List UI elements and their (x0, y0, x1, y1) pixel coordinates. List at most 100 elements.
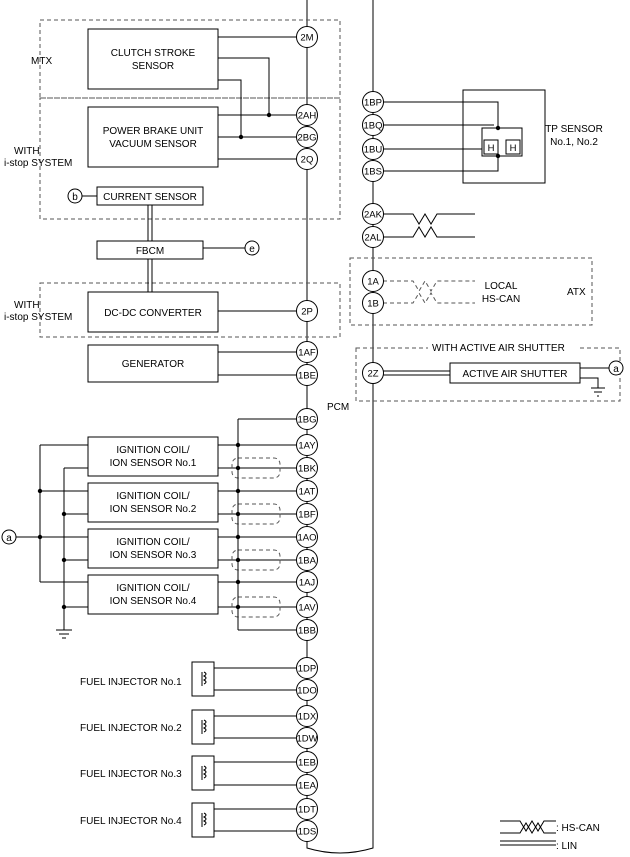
pin-label-1do: 1DO (297, 686, 317, 697)
pin-label-1aj: 1AJ (299, 578, 316, 589)
pin-1bf (296, 503, 318, 525)
pin-label-2z: 2Z (367, 369, 378, 380)
pin-1bk (296, 457, 318, 479)
pin-1aj (296, 571, 318, 593)
pcm-label: PCM (327, 402, 349, 413)
clutch-label-1: CLUTCH STROKE (111, 48, 196, 59)
tp-sensor-label-2: No.1, No.2 (550, 137, 598, 148)
fbcm (96, 240, 204, 260)
pin-2q (296, 148, 318, 170)
pin-label-1be: 1BE (298, 371, 316, 382)
pin-1bg (296, 408, 318, 430)
dc-dc-converter (87, 291, 219, 333)
pin-1be (296, 364, 318, 386)
pin-label-2m: 2M (300, 33, 313, 44)
atx-label: ATX (567, 287, 586, 298)
ignition-coil-1 (87, 436, 219, 477)
pcm-outline (306, 0, 374, 854)
pin-label-1ao: 1AO (297, 533, 316, 544)
pin-label-1ay: 1AY (298, 441, 316, 452)
local-hs-can-label-2: HS-CAN (482, 294, 520, 305)
svg-text:a: a (613, 364, 619, 375)
svg-text:H: H (510, 143, 517, 154)
atx-group (349, 257, 593, 326)
svg-text:IGNITION COIL/: IGNITION COIL/ (116, 537, 190, 548)
svg-text:FUEL INJECTOR No.4: FUEL INJECTOR No.4 (80, 816, 182, 827)
pin-label-1dt: 1DT (298, 805, 316, 816)
pin-2ak (362, 203, 384, 225)
pin-1do (296, 679, 318, 701)
active-air-shutter-label: ACTIVE AIR SHUTTER (462, 369, 567, 380)
pin-label-1bg: 1BG (297, 415, 316, 426)
active-air-label: WITH ACTIVE AIR SHUTTER (432, 343, 565, 354)
pin-1b (362, 292, 384, 314)
active-air-shutter (449, 362, 581, 384)
legend (500, 820, 556, 846)
pin-1a (362, 270, 384, 292)
local-hs-can-label-1: LOCAL (485, 281, 518, 292)
pin-label-1dp: 1DP (298, 664, 316, 675)
pin-label-1av: 1AV (298, 603, 316, 614)
pin-label-1af: 1AF (298, 348, 316, 359)
pin-label-1bu: 1BU (364, 145, 383, 156)
pin-label-1ds: 1DS (298, 827, 316, 838)
pin-2m (296, 26, 318, 48)
current-sensor-label: CURRENT SENSOR (103, 192, 197, 203)
pin-1ao (296, 526, 318, 548)
pin-1bp (362, 91, 384, 113)
pin-label-2ak: 2AK (364, 210, 383, 221)
pin-1ea (296, 774, 318, 796)
brake-label-2: VACUUM SENSOR (109, 139, 197, 150)
istop-label-1a: WITH (14, 146, 40, 157)
connector-a-left (1, 529, 17, 545)
pin-1at (296, 480, 318, 502)
pin-label-2al: 2AL (365, 233, 382, 244)
clutch-label-2: SENSOR (132, 61, 174, 72)
pin-1ay (296, 434, 318, 456)
pin-label-1ea: 1EA (298, 781, 317, 792)
ignition-coil-2 (87, 482, 219, 523)
svg-text:b: b (72, 192, 78, 203)
pin-label-1b: 1B (367, 299, 379, 310)
svg-text:ION SENSOR No.2: ION SENSOR No.2 (110, 504, 197, 515)
svg-text:ION SENSOR No.3: ION SENSOR No.3 (110, 550, 197, 561)
pin-label-1at: 1AT (299, 487, 316, 498)
clutch-stroke-sensor (87, 28, 219, 90)
connector-e (244, 240, 260, 256)
istop-group-2 (39, 282, 341, 338)
pin-label-1a: 1A (367, 277, 379, 288)
fuel-injector-3 (191, 755, 296, 791)
pin-2al (362, 226, 384, 248)
svg-text:ION SENSOR No.4: ION SENSOR No.4 (110, 596, 197, 607)
generator-label: GENERATOR (122, 359, 184, 370)
svg-text:IGNITION COIL/: IGNITION COIL/ (116, 491, 190, 502)
svg-text:FUEL INJECTOR No.2: FUEL INJECTOR No.2 (80, 723, 182, 734)
fuel-injector-4 (191, 802, 296, 838)
pin-label-2p: 2P (301, 307, 313, 318)
legend-lin: : LIN (556, 841, 577, 852)
pin-label-1eb: 1EB (298, 758, 316, 769)
pin-label-1bs: 1BS (364, 167, 382, 178)
tp-sensor-label-1: TP SENSOR (545, 124, 603, 135)
pin-1ba (296, 549, 318, 571)
svg-text:a: a (6, 533, 12, 544)
svg-text:FUEL INJECTOR No.1: FUEL INJECTOR No.1 (80, 677, 182, 688)
pin-2ah (296, 104, 318, 126)
fuel-injector-2 (191, 709, 296, 745)
pin-1dt (296, 798, 318, 820)
pin-label-2bg: 2BG (297, 133, 316, 144)
pin-1bq (362, 114, 384, 136)
pin-2z (362, 362, 384, 384)
pin-1bu (362, 138, 384, 160)
svg-text:FUEL INJECTOR No.3: FUEL INJECTOR No.3 (80, 769, 182, 780)
pin-2bg (296, 126, 318, 148)
pin-label-1bp: 1BP (364, 98, 382, 109)
pin-1dw (296, 727, 318, 749)
istop-group-1 (39, 97, 341, 220)
mtx-label: MTX (31, 56, 52, 67)
pin-label-1bb: 1BB (298, 626, 316, 637)
ignition-coil-4 (87, 574, 219, 615)
brake-label-1: POWER BRAKE UNIT (103, 126, 204, 137)
svg-text:H: H (488, 143, 495, 154)
